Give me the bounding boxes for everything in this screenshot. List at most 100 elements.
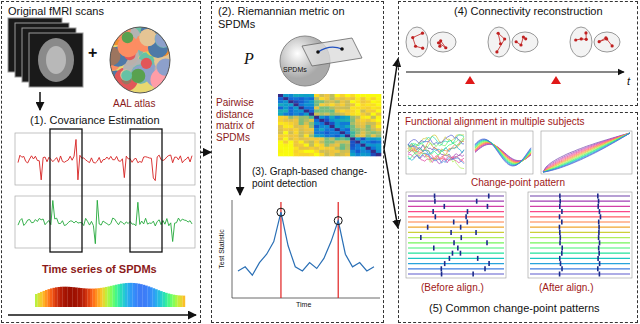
heatmap-cell bbox=[319, 106, 324, 109]
heatmap-cell bbox=[293, 97, 298, 100]
heatmap-cell bbox=[376, 100, 381, 103]
heatmap-cell bbox=[355, 97, 360, 100]
heatmap-cell bbox=[288, 100, 293, 103]
plot-caption: Change-point pattern bbox=[471, 177, 601, 189]
change-point-tick bbox=[599, 261, 601, 266]
heatmap-cell bbox=[314, 150, 319, 153]
heatmap-cell bbox=[309, 100, 314, 103]
heatmap-cell bbox=[335, 144, 340, 147]
change-point-plot bbox=[232, 200, 380, 298]
subject-row bbox=[530, 237, 630, 238]
heatmap-cell bbox=[371, 134, 376, 137]
heatmap-cell bbox=[335, 137, 340, 140]
surface-strip bbox=[60, 287, 63, 307]
heatmap-cell bbox=[345, 125, 350, 128]
heatmap-cell bbox=[324, 94, 329, 97]
curve bbox=[543, 133, 630, 172]
geodesic bbox=[318, 47, 342, 52]
surface-strip bbox=[105, 287, 108, 307]
heatmap-cell bbox=[324, 131, 329, 134]
change-point-tick bbox=[559, 235, 561, 240]
step-label: (1). Covariance Estimation bbox=[30, 114, 198, 127]
surface-strip bbox=[145, 286, 148, 307]
heatmap-cell bbox=[376, 113, 381, 116]
region-dot bbox=[495, 50, 498, 53]
heatmap-cell bbox=[299, 125, 304, 128]
heatmap-cell bbox=[299, 94, 304, 97]
heatmap-cell bbox=[350, 110, 355, 113]
heatmap-cell bbox=[314, 110, 319, 113]
heatmap-cell bbox=[366, 103, 371, 106]
heatmap-cell bbox=[360, 144, 365, 147]
heatmap-cell bbox=[319, 131, 324, 134]
heatmap-cell bbox=[304, 106, 309, 109]
heatmap-cell bbox=[324, 141, 329, 144]
heatmap-cell bbox=[366, 134, 371, 137]
heatmap-cell bbox=[376, 131, 381, 134]
subject-row bbox=[408, 268, 504, 269]
change-point-tick bbox=[457, 246, 459, 251]
heatmap-cell bbox=[299, 106, 304, 109]
change-point-tick bbox=[484, 266, 486, 271]
surface-strip bbox=[118, 284, 121, 307]
heatmap-cell bbox=[309, 131, 314, 134]
heatmap-cell bbox=[330, 128, 335, 131]
heatmap-cell bbox=[283, 97, 288, 100]
region-dot bbox=[580, 37, 583, 40]
heatmap-cell bbox=[360, 106, 365, 109]
heatmap-cell bbox=[283, 137, 288, 140]
scan-brain-inner bbox=[46, 46, 66, 74]
change-point-tick bbox=[599, 240, 601, 245]
heatmap-cell bbox=[319, 147, 324, 150]
heatmap-cell bbox=[330, 110, 335, 113]
curve bbox=[475, 140, 531, 165]
plot-frame bbox=[15, 196, 195, 248]
heatmap-cell bbox=[366, 116, 371, 119]
heatmap-cell bbox=[319, 134, 324, 137]
heatmap-cell bbox=[335, 97, 340, 100]
step-caption: Time series of SPDMs bbox=[42, 263, 197, 276]
heatmap-cell bbox=[350, 137, 355, 140]
heatmap-cell bbox=[278, 122, 283, 125]
surface-strip bbox=[85, 288, 88, 307]
heatmap-cell bbox=[330, 116, 335, 119]
surface-strip bbox=[180, 296, 183, 307]
change-point-tick bbox=[427, 225, 429, 230]
step-label: (2). Riemannian metric on SPDMs bbox=[218, 5, 380, 30]
heatmap-cell bbox=[314, 119, 319, 122]
change-point-tick bbox=[434, 194, 436, 199]
change-point-tick bbox=[441, 272, 443, 277]
heatmap-cell bbox=[304, 128, 309, 131]
dashed-panel: (4) Connectivity reconstruction bbox=[398, 1, 638, 106]
surface-strip bbox=[53, 288, 56, 307]
change-point-tick bbox=[559, 204, 561, 209]
heatmap-cell bbox=[324, 113, 329, 116]
heatmap-cell bbox=[360, 116, 365, 119]
heatmap-cell bbox=[309, 147, 314, 150]
heatmap-cell bbox=[335, 94, 340, 97]
heatmap-cell bbox=[335, 141, 340, 144]
heatmap-cell bbox=[340, 110, 345, 113]
heatmap-cell bbox=[360, 134, 365, 137]
heatmap-cell bbox=[350, 122, 355, 125]
brain-side bbox=[594, 32, 620, 52]
heatmap-cell bbox=[288, 110, 293, 113]
heatmap-cell bbox=[309, 94, 314, 97]
scan-frame bbox=[29, 33, 83, 87]
change-point-tick bbox=[597, 194, 599, 199]
surface-strip bbox=[98, 288, 101, 307]
heatmap-cell bbox=[355, 153, 360, 156]
surface-strip bbox=[88, 289, 91, 307]
heatmap-cell bbox=[299, 137, 304, 140]
change-point-tick bbox=[450, 230, 452, 235]
heatmap-cell bbox=[330, 147, 335, 150]
region-dot bbox=[519, 43, 522, 46]
region-dot bbox=[584, 31, 587, 34]
heatmap-cell bbox=[288, 134, 293, 137]
region-dot bbox=[411, 36, 414, 39]
heatmap-cell bbox=[335, 153, 340, 156]
surface-strip bbox=[48, 289, 51, 307]
heatmap-cell bbox=[340, 131, 345, 134]
surface-strip bbox=[143, 285, 146, 307]
heatmap-cell bbox=[299, 153, 304, 156]
